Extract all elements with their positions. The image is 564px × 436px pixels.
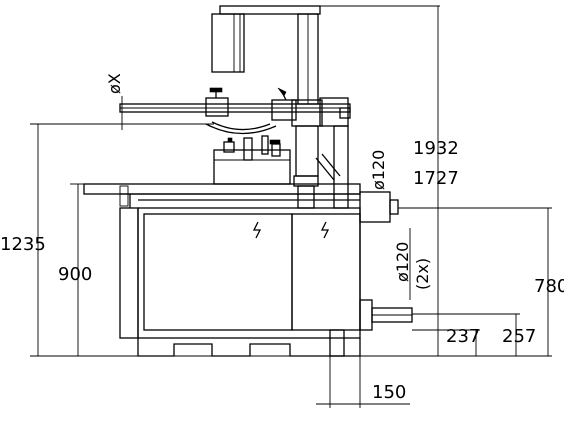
upper-assembly xyxy=(119,5,351,209)
height-237-label: 237 xyxy=(446,326,480,347)
upper-height-label: 1727 xyxy=(413,168,459,189)
offset-150-label: 150 xyxy=(372,382,406,403)
electrical-hazard-icon xyxy=(320,221,330,239)
dimension-labels: 1932 1727 1235 900 780 237 257 150 øX ø1… xyxy=(0,73,564,403)
electrical-hazard-icon xyxy=(252,221,262,239)
machine-body xyxy=(83,183,413,357)
right-height-label: 780 xyxy=(534,276,564,297)
dimension-lines xyxy=(30,5,552,408)
tube-diameter-side-label: ø120 xyxy=(393,242,412,282)
height-1235-label: 1235 xyxy=(0,234,46,255)
tube-count-label: (2x) xyxy=(413,258,432,290)
height-257-label: 257 xyxy=(502,326,536,347)
variable-diameter-label: øX xyxy=(105,73,124,94)
table-height-label: 900 xyxy=(58,264,92,285)
tube-diameter-top-label: ø120 xyxy=(369,150,388,190)
total-height-label: 1932 xyxy=(413,138,459,159)
